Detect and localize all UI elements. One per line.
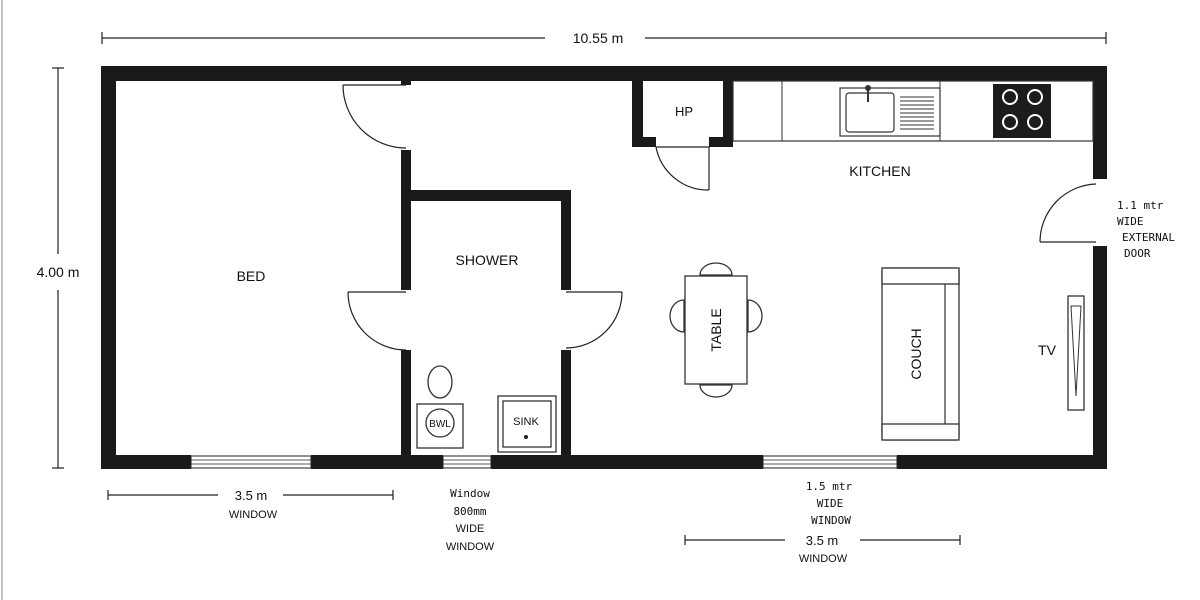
bottom-windows <box>190 455 898 469</box>
note-line: WIDE <box>1117 215 1144 228</box>
interior-walls <box>401 81 733 456</box>
sink-label: SINK <box>513 416 539 428</box>
note-line: Window <box>450 487 490 500</box>
note-line: DOOR <box>1124 247 1151 260</box>
couch-label: COUCH <box>908 328 924 379</box>
bathroom-sink-icon: SINK <box>497 395 557 453</box>
bed-window-dim-label: 3.5 m <box>235 488 268 503</box>
toilet-icon: BWL <box>416 365 464 449</box>
couch: COUCH <box>881 267 960 441</box>
door-bed-shower <box>347 291 407 351</box>
room-label-kitchen: KITCHEN <box>849 163 910 179</box>
note-line: 1.5 mtr <box>806 480 853 493</box>
bed-window-dimension: 3.5 m WINDOW <box>107 488 394 521</box>
width-label: 10.55 m <box>573 30 624 46</box>
note-line: 1.1 mtr <box>1117 199 1164 212</box>
table-label: TABLE <box>708 308 724 351</box>
door-bedroom <box>342 84 407 149</box>
room-label-bed: BED <box>237 268 266 284</box>
note-line: WINDOW <box>446 541 495 553</box>
door-hp <box>655 146 710 191</box>
living-window-dim-label: 3.5 m <box>806 533 839 548</box>
note-line: 800mm <box>453 505 486 518</box>
door-external <box>1039 183 1097 243</box>
door-shower-living <box>565 291 623 349</box>
width-dimension: 10.55 m <box>101 30 1107 46</box>
exterior-walls <box>101 66 1107 469</box>
cooktop-icon <box>993 84 1051 138</box>
note-line: WIDE <box>817 497 844 510</box>
wide-window-note: 1.5 mtr WIDE WINDOW <box>806 480 853 527</box>
room-label-shower: SHOWER <box>456 252 519 268</box>
height-dimension: 4.00 m <box>37 67 80 469</box>
dining-table: TABLE <box>669 262 763 398</box>
small-window-note: Window 800mm WIDE WINDOW <box>446 487 495 553</box>
room-label-hp: HP <box>675 104 693 119</box>
note-line: WINDOW <box>811 514 851 527</box>
note-line: WIDE <box>456 523 485 535</box>
sink-icon <box>839 85 941 137</box>
height-label: 4.00 m <box>37 264 80 280</box>
bowl-label: BWL <box>429 419 451 430</box>
tv: TV <box>1038 295 1085 411</box>
living-window-dimension: 3.5 m WINDOW <box>684 533 961 565</box>
bed-window-label: WINDOW <box>229 509 278 521</box>
tv-label: TV <box>1038 342 1057 358</box>
living-window-label: WINDOW <box>799 553 848 565</box>
external-door-note: 1.1 mtr WIDE EXTERNAL DOOR <box>1117 199 1175 260</box>
note-line: EXTERNAL <box>1122 231 1175 244</box>
